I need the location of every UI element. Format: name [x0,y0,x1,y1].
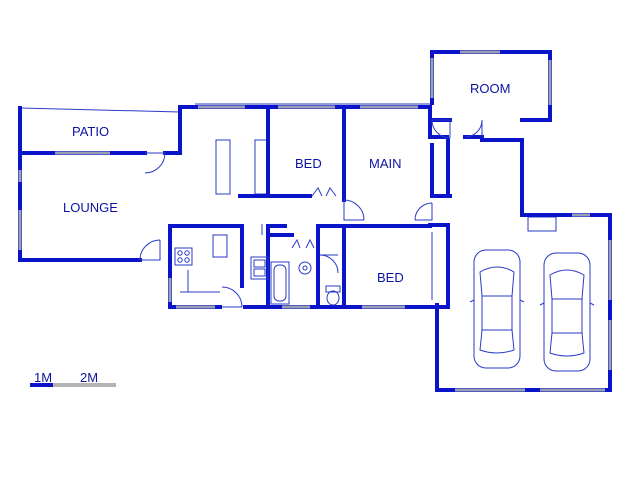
garage-ledge [527,216,557,232]
thin-outlines [19,103,557,300]
wall-top-house [163,105,449,155]
door-bed1-double [311,187,337,197]
room-labels: PATIO LOUNGE BED MAIN ROOM BED [63,81,510,285]
label-main: MAIN [369,156,402,171]
door-patio [144,152,166,174]
basin-icon [298,261,312,275]
scale-label-2m: 2M [80,370,98,385]
sink-icon [250,256,269,280]
walls [18,50,612,392]
car-right [539,252,595,372]
wardrobe-2 [254,139,268,195]
wall-bed2-right [428,223,450,307]
stove-icon [174,247,193,266]
toilet-icon [325,285,341,306]
door-room-left [431,119,451,139]
bathtub-icon [270,261,290,305]
wall-kitchen-left [168,224,242,309]
door-main-closet [414,202,433,221]
car-left [469,249,525,369]
label-room: ROOM [470,81,510,96]
scale-label-1m: 1M [34,370,52,385]
label-bed-1: BED [295,156,322,171]
door-lounge [139,239,161,261]
door-kitchen [221,286,243,308]
cars [469,249,595,372]
door-room-right [464,119,483,138]
label-bed-2: BED [377,270,404,285]
doors [139,119,483,308]
label-lounge: LOUNGE [63,200,118,215]
door-wc [319,254,339,274]
label-patio: PATIO [72,124,109,139]
wall-corridor [435,138,612,392]
kitchen-counter [212,234,228,258]
door-bath-double [291,238,315,249]
patio-outline [19,107,181,113]
door-main [343,199,365,221]
wardrobe-1 [215,139,231,195]
windows [18,50,612,392]
fixtures [174,234,341,306]
scale-bar: 1M 2M [30,370,116,387]
